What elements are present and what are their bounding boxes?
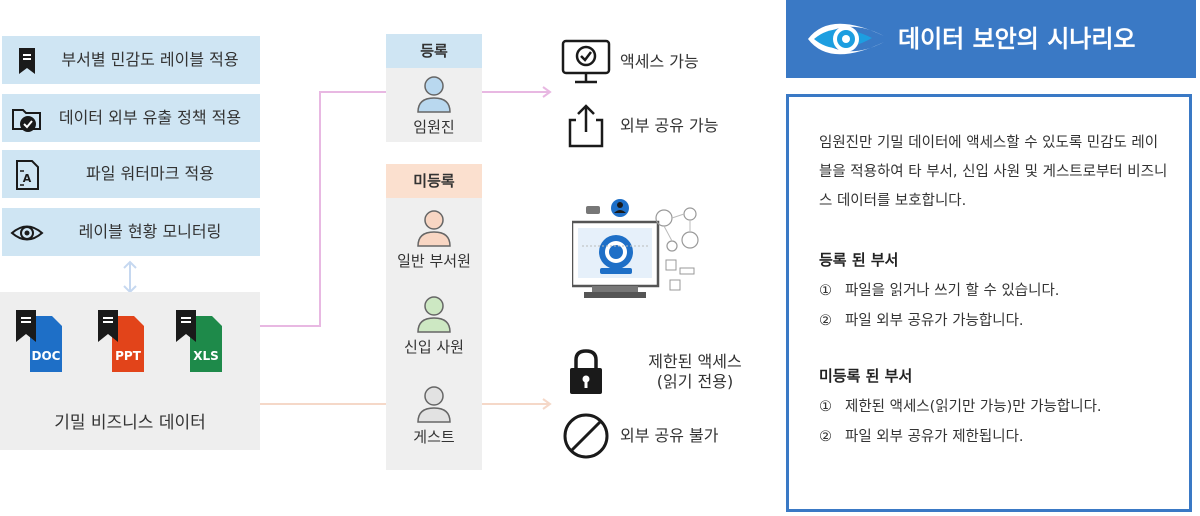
person-name: 게스트 (413, 428, 455, 446)
result-restricted-access: 제한된 액세스 (읽기 전용) (560, 346, 770, 398)
unregistered-heading: 미등록 된 부서 (819, 367, 913, 385)
person-new-hire: 신입 사원 (386, 294, 482, 357)
person-guest: 게스트 (386, 384, 482, 447)
unregistered-header: 미등록 (386, 164, 482, 198)
result-label-line2: (읽기 전용) (656, 372, 734, 391)
policy-label: 데이터 외부 유출 정책 적용 (58, 108, 242, 127)
policy-label: 파일 워터마크 적용 (86, 164, 214, 183)
xls-file-icon: XLS (176, 310, 222, 372)
person-icon (417, 386, 451, 423)
prohibited-icon (563, 413, 609, 459)
result-label: 외부 공유 가능 (620, 116, 719, 135)
unregistered-group: 미등록 일반 부서원 신입 사원 게스트 (386, 164, 482, 470)
svg-text:A: A (23, 172, 32, 185)
result-share-allowed: 외부 공유 가능 (560, 100, 760, 152)
item-text: 파일 외부 공유가 제한됩니다. (845, 429, 1024, 445)
ppt-file-icon: PPT (98, 310, 144, 372)
unregistered-item: ① 제한된 액세스(읽기만 가능)만 가능합니다. (819, 395, 1102, 416)
lock-icon (570, 349, 602, 394)
item-number: ① (819, 283, 832, 299)
person-icon (417, 296, 451, 333)
file-type-label: PPT (115, 349, 142, 363)
person-name: 일반 부서원 (397, 252, 471, 270)
watermark-document-icon: A (16, 160, 39, 190)
person-icon (417, 210, 451, 247)
registered-heading: 등록 된 부서 (819, 251, 899, 269)
eye-logo-icon (808, 23, 884, 55)
scenario-description-panel: 임원진만 기밀 데이터에 액세스할 수 있도록 민감도 레이 블을 적용하여 타… (786, 94, 1192, 512)
security-monitor-illustration (572, 199, 699, 298)
intro-line: 임원진만 기밀 데이터에 액세스할 수 있도록 민감도 레이 (819, 135, 1159, 151)
registered-group: 등록 임원진 (386, 34, 482, 142)
policy-sensitivity-label: 부서별 민감도 레이블 적용 (2, 36, 260, 84)
result-share-blocked: 외부 공유 불가 (560, 410, 760, 462)
restricted-access-text: 제한된 액세스 (읽기 전용) (620, 352, 770, 392)
bookmark-icon (19, 48, 35, 74)
result-access-allowed: 액세스 가능 (560, 36, 760, 88)
policy-watermark: A 파일 워터마크 적용 (2, 150, 260, 198)
policy-data-leak: 데이터 외부 유출 정책 적용 (2, 94, 260, 142)
policy-label-monitoring: 레이블 현황 모니터링 (2, 208, 260, 256)
person-name: 신입 사원 (404, 338, 464, 356)
scenario-title: 데이터 보안의 시나리오 (898, 25, 1136, 53)
item-number: ② (819, 313, 832, 329)
person-name: 임원진 (413, 118, 455, 136)
registered-flow-line (260, 91, 386, 327)
monitor-check-icon (561, 39, 611, 84)
file-type-label: XLS (193, 349, 219, 363)
file-type-label: DOC (32, 349, 61, 363)
result-label-line1: 제한된 액세스 (648, 352, 742, 371)
item-text: 제한된 액세스(읽기만 가능)만 가능합니다. (845, 399, 1102, 415)
registered-header: 등록 (386, 34, 482, 68)
item-number: ① (819, 399, 832, 415)
intro-line: 스 데이터를 보호합니다. (819, 193, 967, 209)
scenario-title-bar: 데이터 보안의 시나리오 (786, 0, 1196, 78)
folder-check-icon (12, 109, 41, 132)
policy-label: 부서별 민감도 레이블 적용 (61, 50, 239, 69)
intro-paragraph: 임원진만 기밀 데이터에 액세스할 수 있도록 민감도 레이 블을 적용하여 타… (819, 129, 1175, 216)
person-general-staff: 일반 부서원 (386, 208, 482, 271)
share-icon (568, 104, 604, 148)
data-box-caption: 기밀 비즈니스 데이터 (54, 413, 206, 433)
result-label: 액세스 가능 (620, 52, 699, 71)
policy-label: 레이블 현황 모니터링 (78, 222, 222, 241)
result-label: 외부 공유 불가 (620, 426, 719, 445)
person-icon (417, 76, 451, 113)
item-text: 파일을 읽거나 쓰기 할 수 있습니다. (845, 283, 1060, 299)
item-number: ② (819, 429, 832, 445)
confidential-data-box: DOC PPT XLS 기밀 비즈니스 데이터 (0, 292, 260, 450)
registered-item: ② 파일 외부 공유가 가능합니다. (819, 309, 1024, 330)
person-executive: 임원진 (386, 74, 482, 137)
unregistered-item: ② 파일 외부 공유가 제한됩니다. (819, 425, 1024, 446)
item-text: 파일 외부 공유가 가능합니다. (845, 313, 1024, 329)
intro-line: 블을 적용하여 타 부서, 신입 사원 및 게스트로부터 비즈니 (819, 164, 1168, 180)
eye-icon (10, 225, 44, 241)
doc-file-icon: DOC (16, 310, 62, 372)
registered-item: ① 파일을 읽거나 쓰기 할 수 있습니다. (819, 279, 1059, 300)
